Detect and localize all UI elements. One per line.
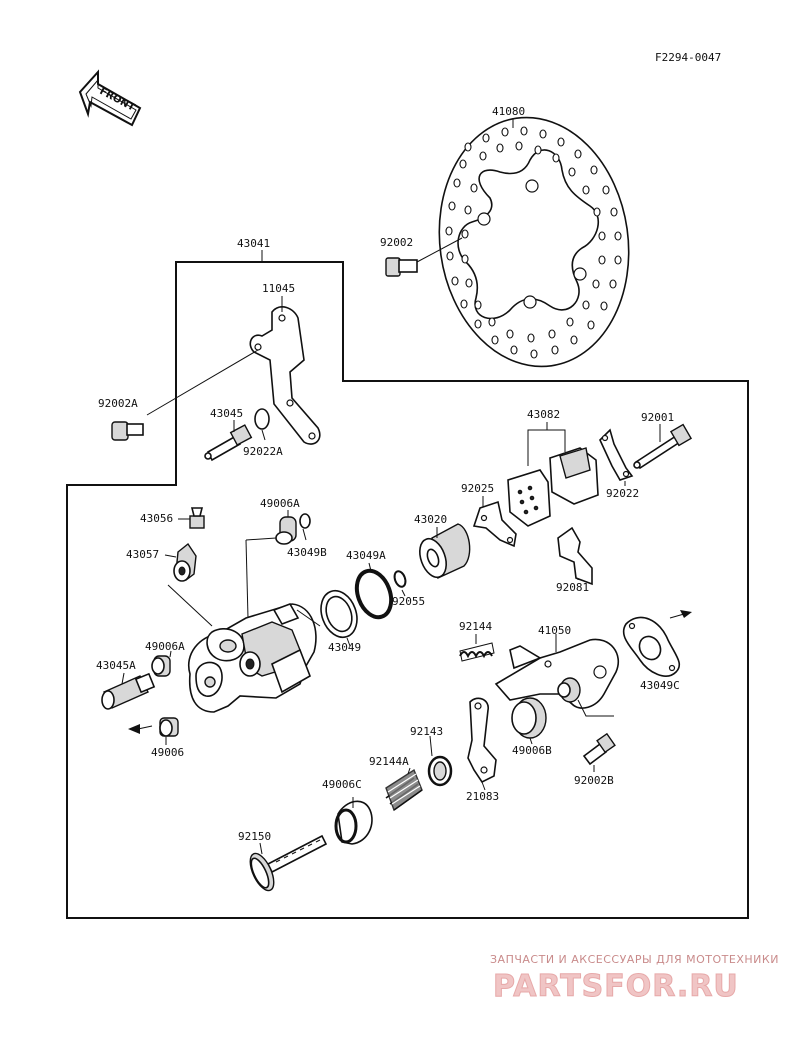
gasket-43049C (622, 616, 681, 677)
label-92055: 92055 (392, 595, 425, 608)
label-43082: 43082 (527, 408, 560, 421)
label-41050: 41050 (538, 624, 571, 637)
washer-92022A (254, 408, 270, 430)
adjuster-bolt-92150 (249, 834, 328, 892)
disc-bolt-92002 (385, 257, 418, 277)
label-92143: 92143 (410, 725, 443, 738)
label-43049C: 43049C (640, 679, 680, 692)
banjo-43057 (173, 542, 197, 582)
label-92001: 92001 (641, 411, 674, 424)
figure-code: F2294-0047 (655, 51, 721, 64)
piston-43020 (419, 523, 471, 580)
boot-49006A-top (275, 516, 297, 545)
brake-pads (507, 447, 599, 527)
label-92002A: 92002A (98, 397, 138, 410)
label-43056: 43056 (140, 512, 173, 525)
label-92022: 92022 (606, 487, 639, 500)
caliper-group-frame (66, 261, 749, 919)
label-41080: 41080 (492, 105, 525, 118)
label-43049A: 43049A (346, 549, 386, 562)
label-49006A-top: 49006A (260, 497, 300, 510)
roller-49006B (511, 697, 547, 739)
watermark: ЗАПЧАСТИ И АКСЕССУАРЫ ДЛЯ МОТОТЕХНИКИ PA… (490, 953, 779, 1005)
label-92144A: 92144A (369, 755, 409, 768)
label-43045A: 43045A (96, 659, 136, 672)
slide-pin-43045A (101, 672, 156, 710)
bolt-92002B (582, 732, 616, 766)
label-92081: 92081 (556, 581, 589, 594)
boot-49006A-left (151, 655, 171, 677)
caliper-body (187, 603, 317, 713)
piston-seal-43049A (354, 568, 394, 620)
label-92022A: 92022A (243, 445, 283, 458)
caliper-bracket (249, 306, 321, 445)
label-43049B: 43049B (287, 546, 327, 559)
brake-disc (438, 116, 630, 368)
ring-92143 (427, 755, 453, 787)
label-49006A-left: 49006A (145, 640, 185, 653)
label-43045: 43045 (210, 407, 243, 420)
label-92002B: 92002B (574, 774, 614, 787)
label-49006C: 49006C (322, 778, 362, 791)
label-43049: 43049 (328, 641, 361, 654)
parking-lever-41050 (494, 638, 619, 709)
spring-92144 (459, 642, 495, 662)
pad-spring-92025 (472, 500, 517, 548)
bolt-92002A (111, 421, 144, 441)
label-43041: 43041 (237, 237, 270, 250)
boot-49006 (159, 717, 179, 737)
label-49006: 49006 (151, 746, 184, 759)
label-43057: 43057 (126, 548, 159, 561)
label-21083: 21083 (466, 790, 499, 803)
pin-43045 (204, 424, 253, 462)
label-49006B: 49006B (512, 744, 552, 757)
dust-seal-43049 (320, 589, 358, 639)
label-43020: 43020 (414, 513, 447, 526)
label-92144: 92144 (459, 620, 492, 633)
spring-92144A (385, 768, 423, 812)
bleeder-43056 (189, 507, 205, 529)
front-arrow-icon: FRONT (78, 69, 142, 127)
ring-43049B (299, 513, 311, 529)
label-92002: 92002 (380, 236, 413, 249)
cam-lever-21083 (467, 697, 497, 784)
label-92025: 92025 (461, 482, 494, 495)
boot-49006C (334, 800, 373, 845)
watermark-tagline: ЗАПЧАСТИ И АКСЕССУАРЫ ДЛЯ МОТОТЕХНИКИ (490, 953, 779, 966)
label-11045: 11045 (262, 282, 295, 295)
anti-rattle-92081 (557, 526, 593, 586)
pin-92001 (633, 423, 693, 470)
label-92150: 92150 (238, 830, 271, 843)
ring-92055 (393, 570, 407, 588)
watermark-brand: PARTSFOR.RU (493, 969, 739, 1004)
clip-92022 (599, 428, 634, 481)
